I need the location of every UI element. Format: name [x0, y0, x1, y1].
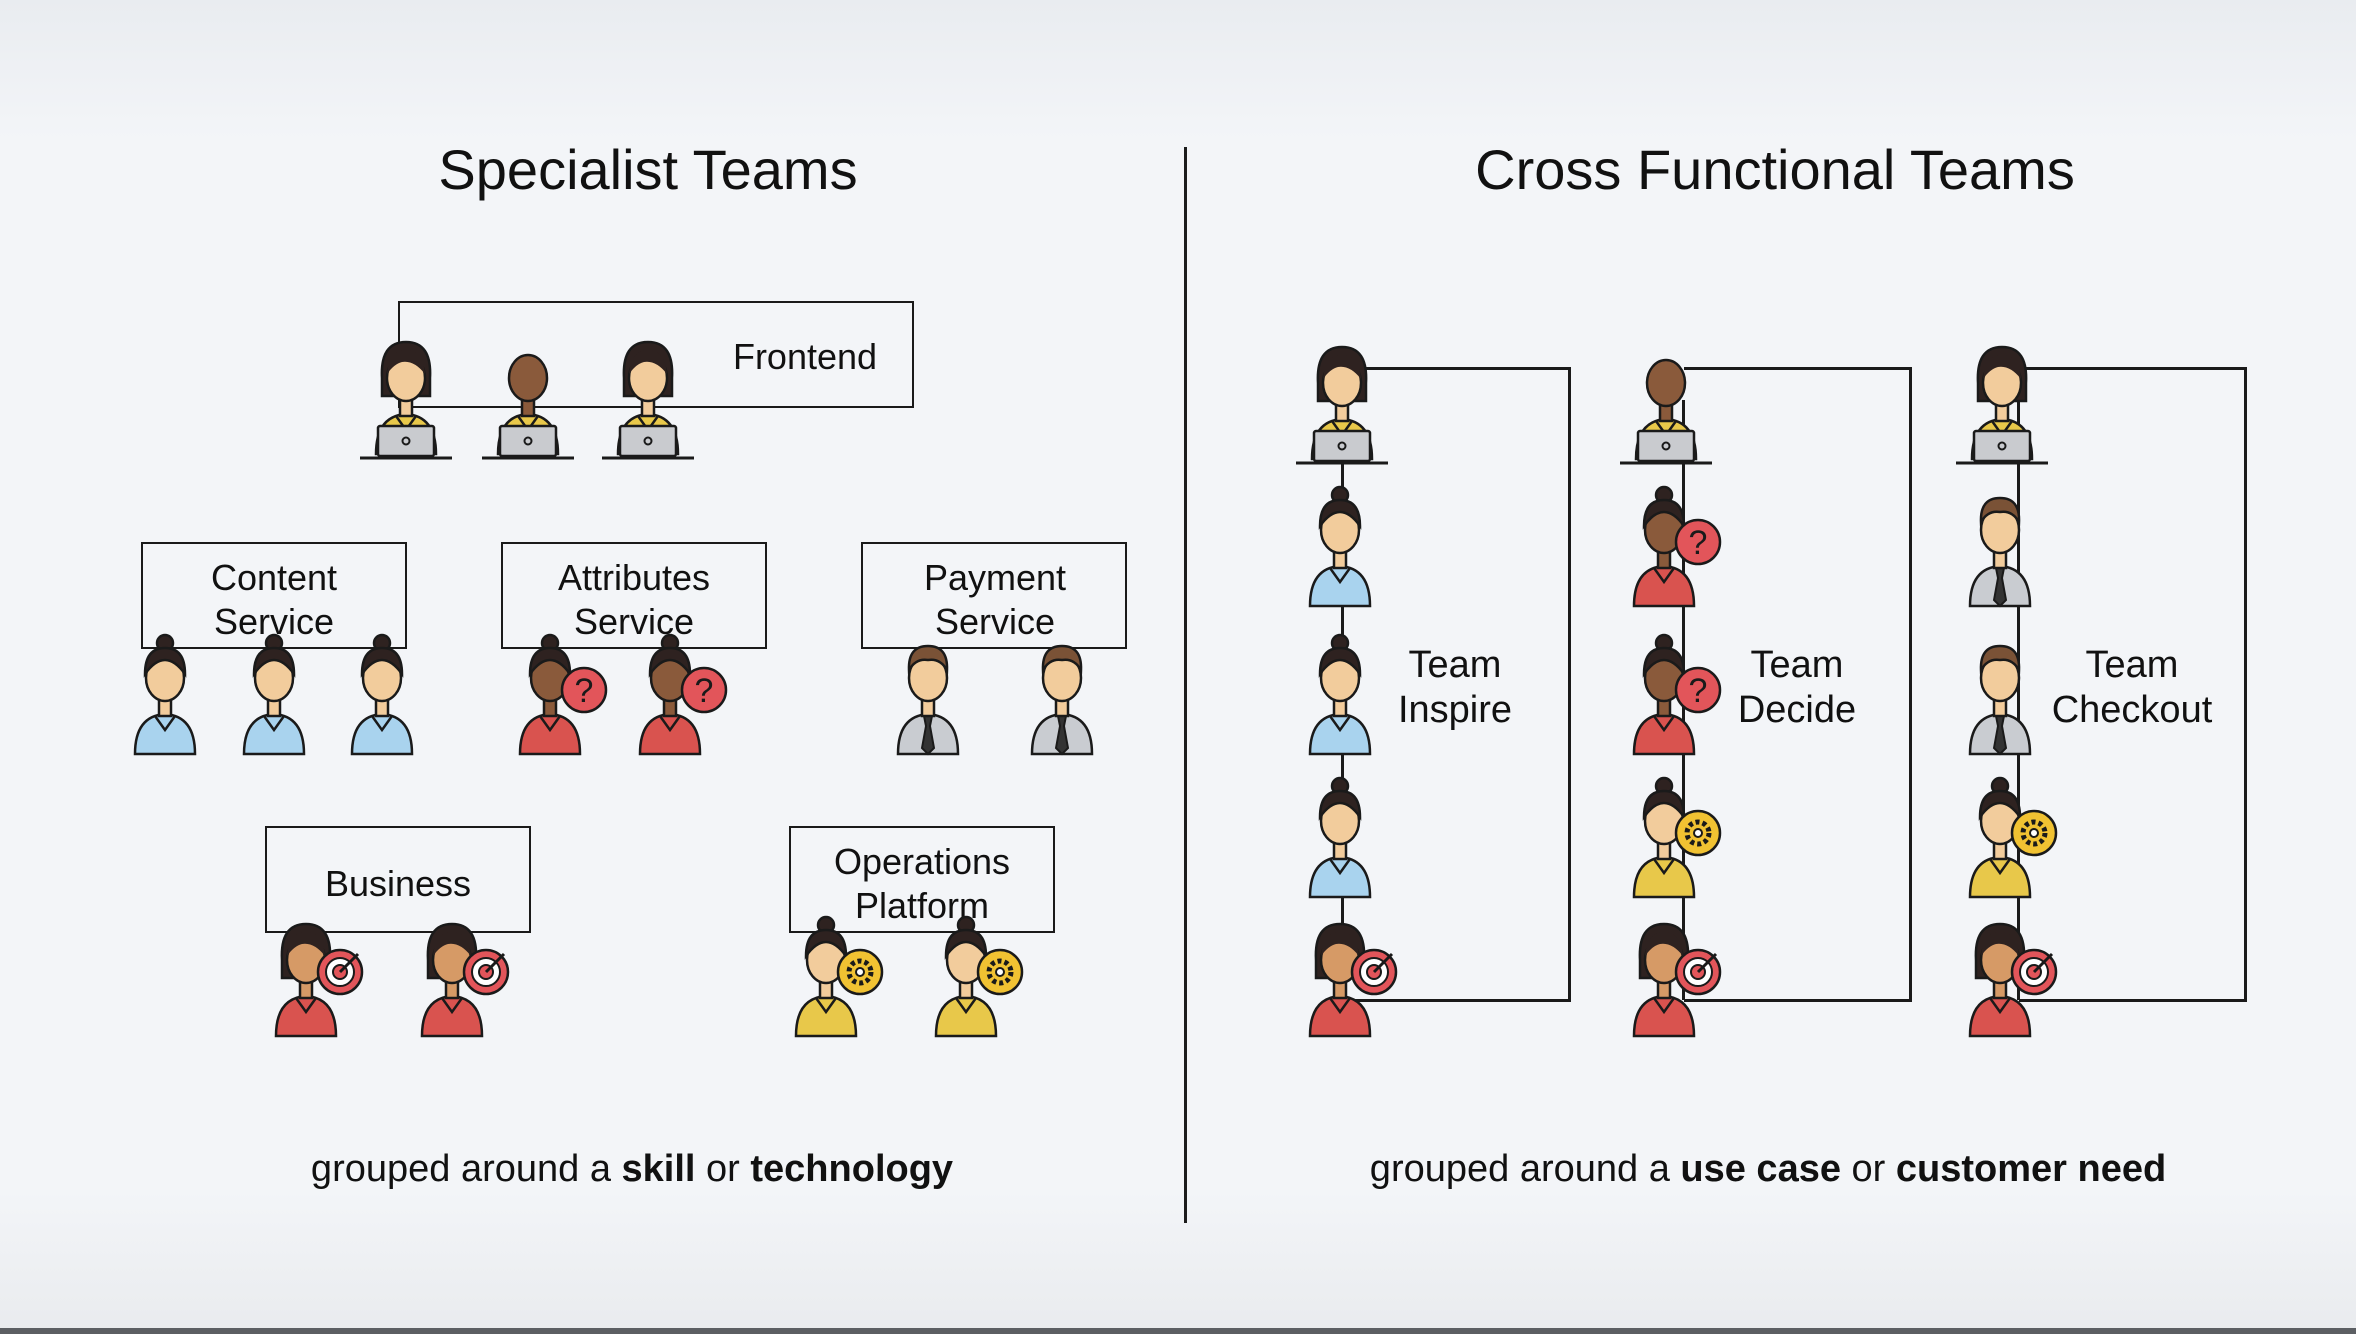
- attributes-service-label-line1: Attributes: [557, 557, 711, 598]
- team-decide-label-line2: Decide: [1737, 689, 1857, 731]
- cross-caption-mid: or: [1840, 1148, 1896, 1190]
- frontend-developer-figure: [482, 353, 574, 460]
- target-icon: [1350, 948, 1398, 996]
- laptop-icon: [602, 424, 694, 460]
- frontend-developer-figure: [602, 340, 694, 460]
- attributes-service-developer-figure: ?: [518, 633, 608, 756]
- payment-service-label-line1: Payment: [923, 557, 1067, 598]
- cross-functional-caption: grouped around a use case or customer ne…: [1370, 1146, 2166, 1192]
- payment-service-developer-figure: [1030, 644, 1094, 756]
- svg-text:?: ?: [695, 672, 714, 710]
- attributes-service-developer-figure: ?: [638, 633, 728, 756]
- svg-text:?: ?: [1689, 524, 1708, 562]
- team-decide-frontend-developer: [1620, 358, 1712, 465]
- payment-service-label-line2: Service: [934, 601, 1056, 642]
- specialist-caption-prefix: grouped around a: [310, 1148, 622, 1190]
- content-service-label-line1: Content: [210, 557, 338, 598]
- team-checkout-payment-developer: [1968, 644, 2032, 756]
- specialist-caption: grouped around a skill or technology: [311, 1146, 953, 1192]
- specialist-caption-skill: skill: [621, 1148, 696, 1190]
- team-decide-business-member: [1632, 922, 1722, 1038]
- specialist-caption-technology: technology: [750, 1148, 954, 1190]
- laptop-icon: [360, 424, 452, 460]
- target-icon: [2010, 948, 2058, 996]
- laptop-icon: [1956, 429, 2048, 465]
- team-checkout-line: [2017, 400, 2020, 1000]
- cross-caption-customer-need: customer need: [1895, 1148, 2167, 1190]
- svg-text:?: ?: [1689, 672, 1708, 710]
- team-inspire-business-member: [1308, 922, 1398, 1038]
- team-inspire-frontend-developer: [1296, 345, 1388, 465]
- team-inspire-content-developer: [1308, 633, 1372, 756]
- tie-icon: [1054, 715, 1070, 756]
- team-inspire-content-developer: [1308, 776, 1372, 899]
- team-checkout-payment-developer: [1968, 496, 2032, 608]
- laptop-icon: [1620, 429, 1712, 465]
- specialist-teams-title: Specialist Teams: [438, 138, 858, 201]
- content-service-developer-figure: [350, 633, 414, 756]
- team-checkout-operations-engineer: [1968, 776, 2058, 899]
- content-service-developer-figure: [242, 633, 306, 756]
- tie-icon: [1992, 567, 2008, 608]
- question-icon: ?: [680, 666, 728, 714]
- team-checkout-business-member: [1968, 922, 2058, 1038]
- team-decide-attributes-developer: ?: [1632, 485, 1722, 608]
- gear-icon: [836, 948, 884, 996]
- business-member-figure: [274, 922, 364, 1038]
- operations-engineer-figure: [934, 915, 1024, 1038]
- team-inspire-label: Team Inspire: [1398, 643, 1512, 733]
- gear-icon: [1674, 809, 1722, 857]
- svg-text:?: ?: [575, 672, 594, 710]
- team-decide-attributes-developer: ?: [1632, 633, 1722, 756]
- bottom-strip: [0, 1328, 2356, 1334]
- cross-caption-use-case: use case: [1680, 1148, 1841, 1190]
- team-decide-label-line1: Team: [1750, 644, 1844, 686]
- question-icon: ?: [1674, 666, 1722, 714]
- target-icon: [462, 948, 510, 996]
- specialist-caption-mid: or: [695, 1148, 751, 1190]
- target-icon: [316, 948, 364, 996]
- laptop-icon: [482, 424, 574, 460]
- team-checkout-frontend-developer: [1956, 345, 2048, 465]
- team-decide-bracket: [1684, 367, 1912, 1002]
- operations-platform-box: [789, 826, 1055, 933]
- payment-service-developer-figure: [896, 644, 960, 756]
- content-service-developer-figure: [133, 633, 197, 756]
- team-decide-label: Team Decide: [1738, 643, 1856, 733]
- payment-service-label: Payment Service: [924, 556, 1066, 644]
- laptop-icon: [1296, 429, 1388, 465]
- business-team-label: Business: [324, 863, 472, 904]
- team-inspire-label-line2: Inspire: [1397, 689, 1513, 731]
- frontend-developer-figure: [360, 340, 452, 460]
- team-inspire-bracket: [1343, 367, 1571, 1002]
- question-icon: ?: [1674, 518, 1722, 566]
- team-inspire-content-developer: [1308, 485, 1372, 608]
- payment-service-box: [861, 542, 1127, 649]
- team-checkout-label-line1: Team: [2085, 644, 2179, 686]
- operations-platform-label-line1: Operations: [833, 841, 1011, 882]
- cross-caption-prefix: grouped around a: [1369, 1148, 1681, 1190]
- team-checkout-bracket: [2019, 367, 2247, 1002]
- team-inspire-label-line1: Team: [1408, 644, 1502, 686]
- attributes-service-box: [501, 542, 767, 649]
- team-decide-operations-engineer: [1632, 776, 1722, 899]
- content-service-label: Content Service: [211, 556, 337, 644]
- attributes-service-label: Attributes Service: [558, 556, 710, 644]
- question-icon: ?: [560, 666, 608, 714]
- target-icon: [1674, 948, 1722, 996]
- frontend-team-label: Frontend: [732, 336, 878, 377]
- panel-divider: [1184, 147, 1187, 1223]
- gear-icon: [976, 948, 1024, 996]
- cross-functional-teams-title: Cross Functional Teams: [1475, 138, 2075, 201]
- team-checkout-label-line2: Checkout: [2051, 689, 2213, 731]
- tie-icon: [1992, 715, 2008, 756]
- team-checkout-label: Team Checkout: [2052, 643, 2213, 733]
- business-member-figure: [420, 922, 510, 1038]
- tie-icon: [920, 715, 936, 756]
- operations-engineer-figure: [794, 915, 884, 1038]
- gear-icon: [2010, 809, 2058, 857]
- operations-platform-label: Operations Platform: [834, 840, 1010, 928]
- business-team-box: [265, 826, 531, 933]
